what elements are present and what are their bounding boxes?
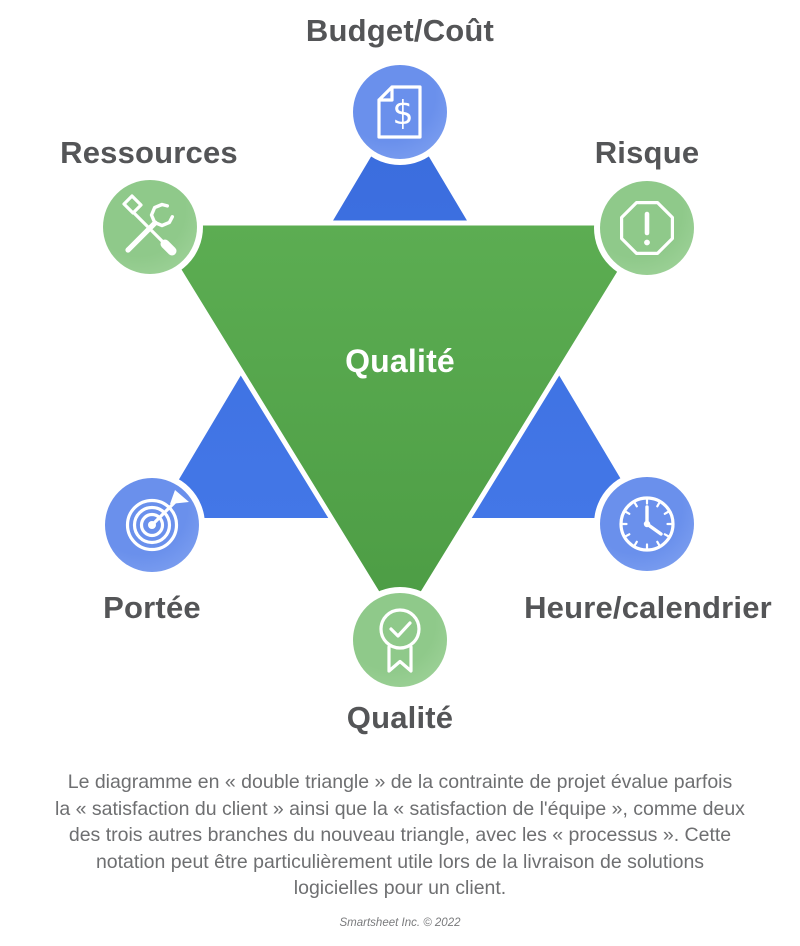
green-triangle xyxy=(145,220,655,635)
caption-line: des trois autres branches du nouveau tri… xyxy=(68,824,732,846)
label-portee: Portée xyxy=(103,590,201,625)
tools-icon xyxy=(122,194,177,256)
node-heure xyxy=(594,471,700,577)
center-label-qualite: Qualité xyxy=(345,343,455,379)
label-heure: Heure/calendrier xyxy=(524,590,772,625)
node-ressources xyxy=(97,174,203,280)
caption-line: Le diagramme en « double triangle » de l… xyxy=(67,771,733,793)
label-budget: Budget/Coût xyxy=(305,13,495,48)
target-icon xyxy=(125,490,189,552)
clock-icon xyxy=(619,496,675,552)
caption-line: logicielles pour un client. xyxy=(293,877,507,899)
caption-line: notation peut être particulièrement util… xyxy=(95,850,705,873)
caption-paragraph: Le diagramme en « double triangle » de l… xyxy=(40,769,760,902)
label-ressources: Ressources xyxy=(60,135,238,170)
document-dollar-icon: $ xyxy=(377,85,422,139)
node-budget: $ xyxy=(347,59,453,165)
node-qualite xyxy=(347,587,453,693)
warning-octagon-icon xyxy=(619,201,675,255)
label-qualite: Qualité xyxy=(346,700,454,735)
dollar-glyph: $ xyxy=(393,93,414,132)
caption-line: la « satisfaction du client » ainsi que … xyxy=(55,797,745,820)
diagram-canvas: $ xyxy=(97,59,700,693)
node-risque xyxy=(594,175,700,281)
qualite-circle xyxy=(353,593,447,687)
node-portee xyxy=(99,472,205,578)
copyright-credit: Smartsheet Inc. © 2022 xyxy=(339,917,461,929)
label-risque: Risque xyxy=(594,135,700,170)
medal-check-icon xyxy=(379,608,421,673)
budget-circle xyxy=(353,65,447,159)
